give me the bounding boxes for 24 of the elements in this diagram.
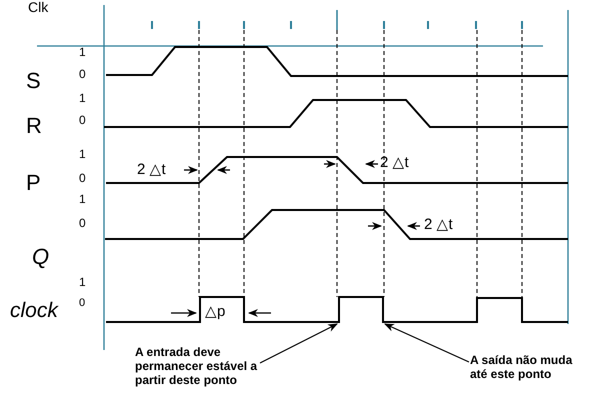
- signal-name: Q: [32, 246, 50, 268]
- logic-level: 0: [79, 298, 86, 309]
- signal-name: R: [26, 115, 42, 137]
- annotation-text: A saída não muda até este ponto: [470, 353, 584, 381]
- logic-level: 0: [79, 114, 86, 126]
- logic-level: 0: [79, 172, 86, 184]
- signal-name: S: [26, 70, 41, 92]
- delay-label: 2 △t: [137, 162, 166, 177]
- logic-level: 0: [79, 68, 86, 80]
- logic-level: 1: [79, 193, 86, 205]
- signal-name: P: [26, 172, 41, 194]
- leader-arrow: [260, 324, 338, 364]
- clock-waveform: [106, 296, 568, 323]
- logic-level: 1: [79, 148, 86, 160]
- logic-level: 1: [79, 46, 86, 58]
- logic-level: 1: [79, 92, 86, 104]
- pulse-width-label: △p: [205, 304, 226, 319]
- signal-name: Clk: [28, 0, 48, 14]
- signal-name: clock: [10, 300, 58, 321]
- delay-label: 2 △t: [424, 217, 453, 232]
- annotation-text: A entrada deve permanecer estável a partir deste ponto: [135, 345, 259, 387]
- logic-level: 1: [79, 276, 86, 288]
- leader-arrow: [384, 324, 470, 362]
- logic-level: 0: [79, 217, 86, 229]
